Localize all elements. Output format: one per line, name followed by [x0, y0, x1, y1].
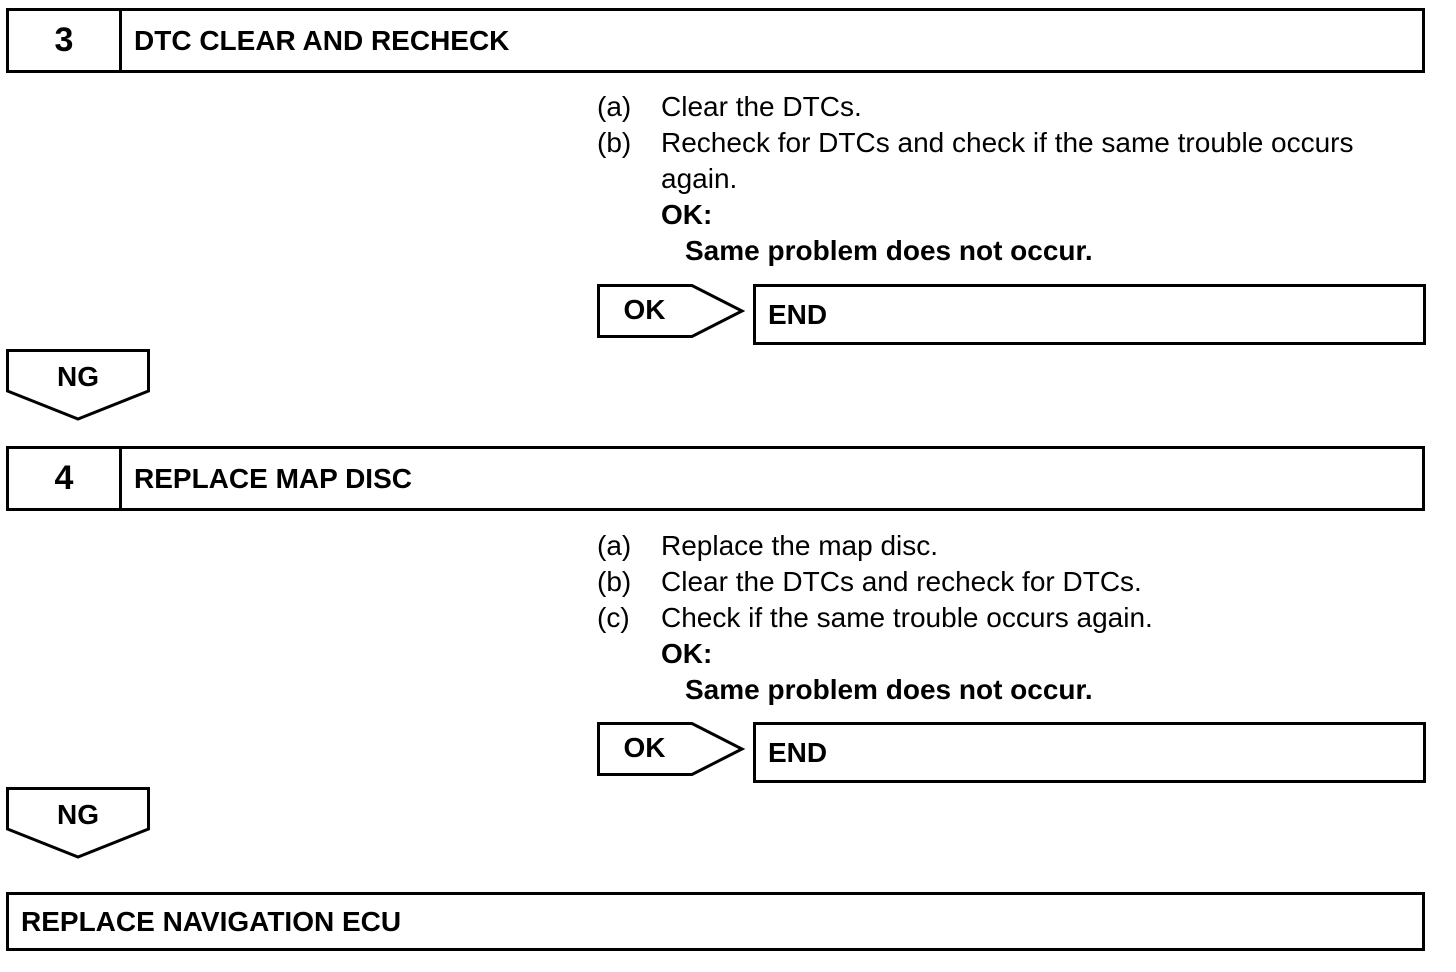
- instruction-label: (a): [597, 530, 632, 561]
- step-3-header: 3 DTC CLEAR AND RECHECK: [6, 8, 1425, 73]
- instruction-text: Replace the map disc.: [661, 530, 939, 561]
- end-box: END: [753, 284, 1426, 345]
- instruction-item: (c) Check if the same trouble occurs aga…: [597, 600, 1427, 636]
- ok-criteria: Same problem does not occur.: [685, 674, 1093, 705]
- instruction-text: Check if the same trouble occurs again.: [661, 602, 1153, 633]
- final-action-box: REPLACE NAVIGATION ECU: [6, 892, 1425, 951]
- ok-arrow-shape: [597, 284, 746, 338]
- step-4-header: 4 REPLACE MAP DISC: [6, 446, 1425, 511]
- instruction-text: Clear the DTCs.: [661, 91, 862, 122]
- ng-arrow: NG: [6, 787, 152, 859]
- instruction-label: (a): [597, 91, 632, 122]
- ng-arrow-shape: [6, 787, 150, 859]
- step-3-title: DTC CLEAR AND RECHECK: [134, 24, 510, 56]
- instruction-item: (a) Replace the map disc.: [597, 528, 1427, 564]
- step-4-instructions: (a) Replace the map disc. (b) Clear the …: [597, 528, 1427, 708]
- ok-heading: OK:: [661, 199, 713, 230]
- ok-heading: OK:: [661, 638, 713, 669]
- ng-arrow-shape: [6, 349, 150, 421]
- instruction-text: Clear the DTCs and recheck for DTCs.: [661, 566, 1142, 597]
- ok-arrow: OK: [597, 284, 746, 340]
- ng-arrow-label: NG: [57, 361, 99, 392]
- instruction-item: (a) Clear the DTCs.: [597, 89, 1427, 125]
- instruction-item: (b) Clear the DTCs and recheck for DTCs.: [597, 564, 1427, 600]
- ok-arrow: OK: [597, 722, 746, 778]
- ok-criteria: Same problem does not occur.: [685, 235, 1093, 266]
- step-3-instructions: (a) Clear the DTCs. (b) Recheck for DTCs…: [597, 89, 1427, 269]
- ok-arrow-label: OK: [623, 294, 666, 325]
- end-box: END: [753, 722, 1426, 783]
- instruction-label: (b): [597, 127, 632, 158]
- instruction-text: Recheck for DTCs and check if the same t…: [661, 127, 1354, 194]
- ok-arrow-label: OK: [623, 732, 666, 763]
- ng-arrow: NG: [6, 349, 152, 421]
- instruction-label: (c): [597, 602, 630, 633]
- instruction-item: (b) Recheck for DTCs and check if the sa…: [597, 125, 1427, 197]
- instruction-label: (b): [597, 566, 632, 597]
- step-3-number: 3: [9, 11, 122, 70]
- step-4-title: REPLACE MAP DISC: [134, 462, 412, 494]
- ok-arrow-shape: [597, 722, 746, 776]
- ng-arrow-label: NG: [57, 799, 99, 830]
- step-4-number: 4: [9, 449, 122, 508]
